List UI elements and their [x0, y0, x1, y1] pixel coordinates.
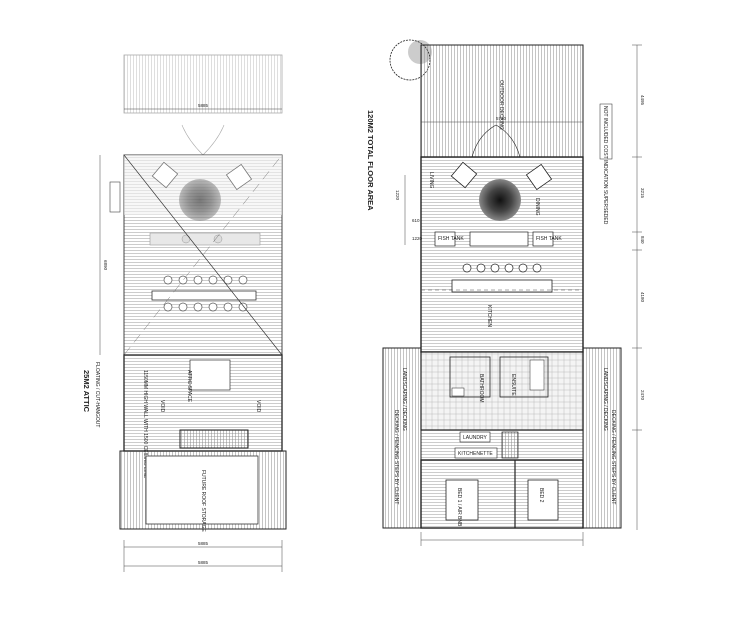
- ground-plan: OUTDOOR DECKING 5720 LIVING DINING FISH …: [366, 39, 645, 546]
- deck-right-note: DECKING / FENCING STEPS BY CLIENT: [610, 410, 616, 504]
- attic-top-dim: 5885: [198, 103, 209, 108]
- attic-space-label: ATTIC SPACE: [186, 370, 192, 403]
- laundry-label: LAUNDRY: [463, 435, 487, 441]
- kitchen-island: [451, 279, 553, 293]
- attic-stair: [179, 429, 249, 449]
- attic-table: [151, 290, 257, 301]
- bathroom-label: BATHROOM: [478, 374, 484, 403]
- deck-left-note: DECKING / FENCING STEPS BY CLIENT: [393, 410, 399, 504]
- dim-l2: 610: [412, 218, 420, 223]
- dining-label: DINING: [534, 198, 540, 216]
- outdoor-decking: [420, 44, 584, 158]
- attic-area-label: 25M2 ATTIC: [82, 370, 91, 413]
- fish-tank-right: FISH TANK: [536, 236, 562, 242]
- deck-left: [382, 347, 422, 529]
- ensuite-label: ENSUITE: [510, 374, 516, 396]
- attic-top-deck: [123, 54, 283, 114]
- dim-l1: 1220: [395, 190, 400, 201]
- dim-r1: 4495: [640, 95, 645, 106]
- dim-r2: 3215: [640, 188, 645, 199]
- attic-floating-note: FLOATING / CUT-HANGOUT: [94, 362, 100, 427]
- attic-space-box: [189, 359, 231, 391]
- kitchen-label: KITCHEN: [486, 305, 492, 327]
- attic-rug: [179, 179, 221, 221]
- deck-right: [582, 347, 622, 529]
- dim-l3: 1220: [412, 236, 423, 241]
- dim-r4: 4180: [640, 292, 645, 303]
- deck-right-label: LANDSCAPING / DECKING: [602, 368, 608, 431]
- living-label: LIVING: [428, 172, 434, 189]
- attic-bottom-dim-2: 5885: [198, 560, 209, 565]
- not-included-note: NOT INCLUDED COST INDICATION SUPERSEDED: [602, 106, 608, 225]
- outdoor-label: OUTDOOR DECKING: [498, 80, 504, 130]
- rug: [479, 179, 521, 221]
- bed-2: [527, 479, 559, 521]
- laundry: [459, 431, 491, 443]
- dim-r3: 840: [640, 236, 645, 244]
- deck-left-label: LANDSCAPING / DECKING: [401, 368, 407, 431]
- bed-1: [445, 479, 479, 521]
- attic-void-left: VOID: [159, 400, 165, 413]
- ground-area-label: 120M2 TOTAL FLOOR AREA: [366, 110, 375, 211]
- future-roof-label: FUTURE ROOF STORAGE: [200, 470, 206, 533]
- bed2-label: BED 2: [538, 488, 544, 503]
- kitchenette-label: KITCHENETTE: [458, 451, 493, 457]
- ground-top-dim: 5720: [496, 116, 507, 121]
- bed1-label: BED 1 / AIR BNB: [456, 488, 462, 527]
- attic-bottom-dim-1: 5885: [198, 541, 209, 546]
- attic-plan: 5885 6890 ATTIC SPACE VOID: [82, 54, 287, 572]
- fish-tank-left: FISH TANK: [438, 236, 464, 242]
- attic-void-right: VOID: [255, 400, 261, 413]
- kitchenette: [454, 447, 498, 459]
- dim-r5: 2470: [640, 390, 645, 401]
- attic-side-dim: 6890: [103, 260, 108, 271]
- attic-headroom-note: 1150MM HIGH WALL WITH 1500 CEILING LINE: [142, 370, 148, 479]
